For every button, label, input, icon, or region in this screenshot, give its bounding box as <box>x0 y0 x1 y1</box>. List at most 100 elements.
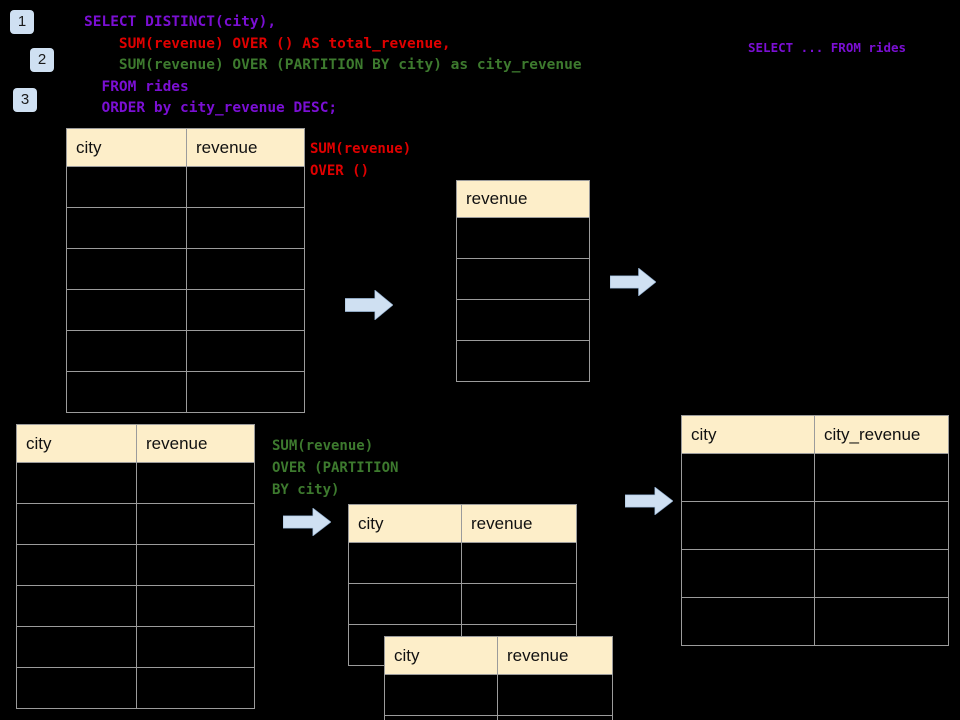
annotation-sum-over-empty: SUM(revenue) OVER () <box>310 141 412 179</box>
table-cell <box>66 371 187 413</box>
column-header-revenue: revenue <box>461 504 577 543</box>
arrow-source-to-total <box>345 290 393 320</box>
arrow-shape <box>345 290 393 320</box>
arrow-shape <box>283 508 331 536</box>
table-row <box>16 626 255 668</box>
table-cell <box>66 207 187 249</box>
table-cell <box>16 585 137 627</box>
arrow-shape <box>625 487 673 515</box>
table-cell <box>16 503 137 545</box>
table-cell <box>16 626 137 668</box>
column-header-city: city <box>16 424 137 463</box>
table-row <box>16 667 255 709</box>
table-cell <box>348 542 462 584</box>
column-header-revenue: revenue <box>497 636 613 675</box>
column-header-city: city <box>348 504 462 543</box>
table-row <box>456 340 590 382</box>
table-row <box>681 501 949 550</box>
sql-line-1: SELECT DISTINCT(city), <box>84 14 277 30</box>
table-cell <box>16 667 137 709</box>
table-cell <box>186 207 305 249</box>
column-header-city_revenue: city_revenue <box>814 415 949 454</box>
column-header-city: city <box>66 128 187 167</box>
table-row <box>66 248 305 290</box>
sql-line-5: ORDER by city_revenue DESC; <box>84 100 338 116</box>
table-cell <box>497 715 613 720</box>
table-row <box>681 597 949 646</box>
sql-line-4: FROM rides <box>84 78 189 95</box>
table-cell <box>814 549 949 598</box>
table-row <box>348 583 577 625</box>
table-cell <box>186 166 305 208</box>
column-header-city: city <box>681 415 815 454</box>
table-row <box>16 544 255 586</box>
sql-query-block: SELECT DISTINCT(city), SUM(revenue) OVER… <box>84 12 582 120</box>
column-header-city: city <box>384 636 498 675</box>
table-row <box>66 330 305 372</box>
annotation-sum-over-partition: SUM(revenue) OVER (PARTITION BY city) <box>272 438 399 498</box>
table-cell <box>681 597 815 646</box>
select-from-rides-note: SELECT ... FROM rides <box>748 40 907 55</box>
table-cell <box>461 542 577 584</box>
table-cell <box>66 289 187 331</box>
table-row <box>384 674 613 716</box>
step-badge-2: 2 <box>30 48 54 72</box>
total-revenue-table: revenue <box>456 180 590 382</box>
table-cell <box>136 503 255 545</box>
table-cell <box>456 299 590 341</box>
table-cell <box>136 626 255 668</box>
sql-line-3: SUM(revenue) OVER (PARTITION BY city) as… <box>84 57 582 73</box>
step-badge-1: 1 <box>10 10 34 34</box>
table-cell <box>186 248 305 290</box>
table-header-row: revenue <box>456 180 590 218</box>
table-cell <box>186 330 305 372</box>
table-row <box>66 207 305 249</box>
table-cell <box>136 667 255 709</box>
step-badge-2-label: 2 <box>37 51 47 68</box>
table-cell <box>16 462 137 504</box>
table-row <box>16 503 255 545</box>
step-badge-3: 3 <box>13 88 37 112</box>
table-cell <box>456 217 590 259</box>
table-row <box>456 258 590 300</box>
table-row <box>681 549 949 598</box>
table-row <box>16 462 255 504</box>
table-row <box>66 289 305 331</box>
table-cell <box>497 674 613 716</box>
table-row <box>16 585 255 627</box>
table-cell <box>348 583 462 625</box>
table-row <box>456 299 590 341</box>
table-cell <box>461 583 577 625</box>
sql-line-2: SUM(revenue) OVER () AS total_revenue, <box>84 35 451 52</box>
column-header-revenue: revenue <box>456 180 590 218</box>
table-cell <box>136 544 255 586</box>
arrow-partition-to-result <box>625 487 673 515</box>
table-row <box>456 217 590 259</box>
table-cell <box>814 501 949 550</box>
table-cell <box>66 166 187 208</box>
column-header-revenue: revenue <box>136 424 255 463</box>
step-badge-3-label: 3 <box>20 91 30 108</box>
table-cell <box>681 453 815 502</box>
table-cell <box>16 544 137 586</box>
table-cell <box>681 549 815 598</box>
table-cell <box>456 258 590 300</box>
table-row <box>66 166 305 208</box>
table-cell <box>186 371 305 413</box>
table-cell <box>814 453 949 502</box>
table-cell <box>814 597 949 646</box>
table-cell <box>66 330 187 372</box>
column-header-revenue: revenue <box>186 128 305 167</box>
table-row <box>66 371 305 413</box>
table-cell <box>384 674 498 716</box>
table-cell <box>681 501 815 550</box>
